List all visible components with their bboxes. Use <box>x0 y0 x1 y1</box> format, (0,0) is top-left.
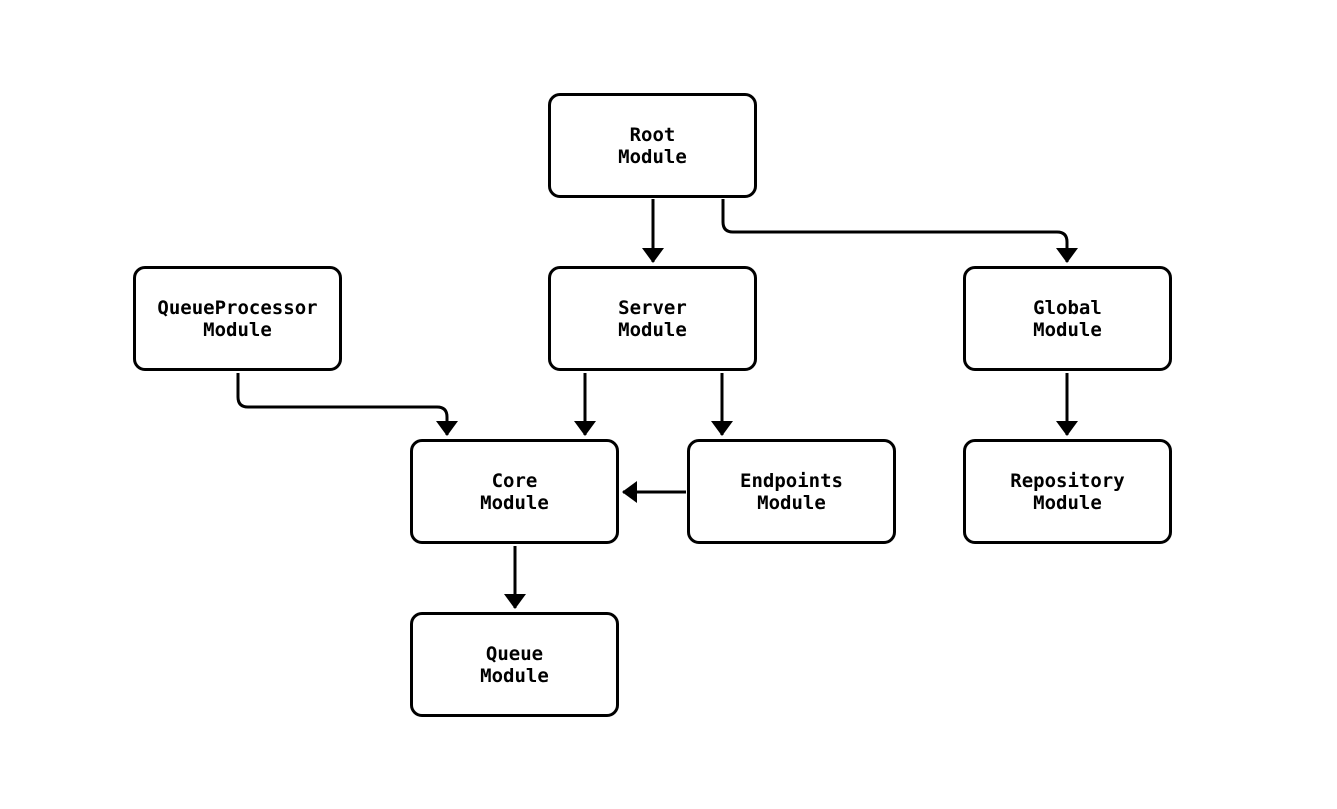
node-queueprocessor-module: QueueProcessor Module <box>133 266 342 371</box>
node-core-module-label: Core Module <box>480 469 549 514</box>
edge-root-to-global-arrow <box>721 199 1078 263</box>
node-root-module: Root Module <box>548 93 757 198</box>
node-endpoints-module: Endpoints Module <box>687 439 896 544</box>
node-endpoints-module-label: Endpoints Module <box>740 469 843 514</box>
node-core-module: Core Module <box>410 439 619 544</box>
node-queueprocessor-module-label: QueueProcessor Module <box>157 296 318 341</box>
node-root-module-label: Root Module <box>618 123 687 168</box>
edge-queueprocessor-to-core-arrow <box>236 373 458 436</box>
node-queue-module: Queue Module <box>410 612 619 717</box>
node-server-module: Server Module <box>548 266 757 371</box>
node-repository-module-label: Repository Module <box>1010 469 1125 514</box>
node-global-module-label: Global Module <box>1033 296 1102 341</box>
node-server-module-label: Server Module <box>618 296 687 341</box>
node-repository-module: Repository Module <box>963 439 1172 544</box>
node-global-module: Global Module <box>963 266 1172 371</box>
node-queue-module-label: Queue Module <box>480 642 549 687</box>
